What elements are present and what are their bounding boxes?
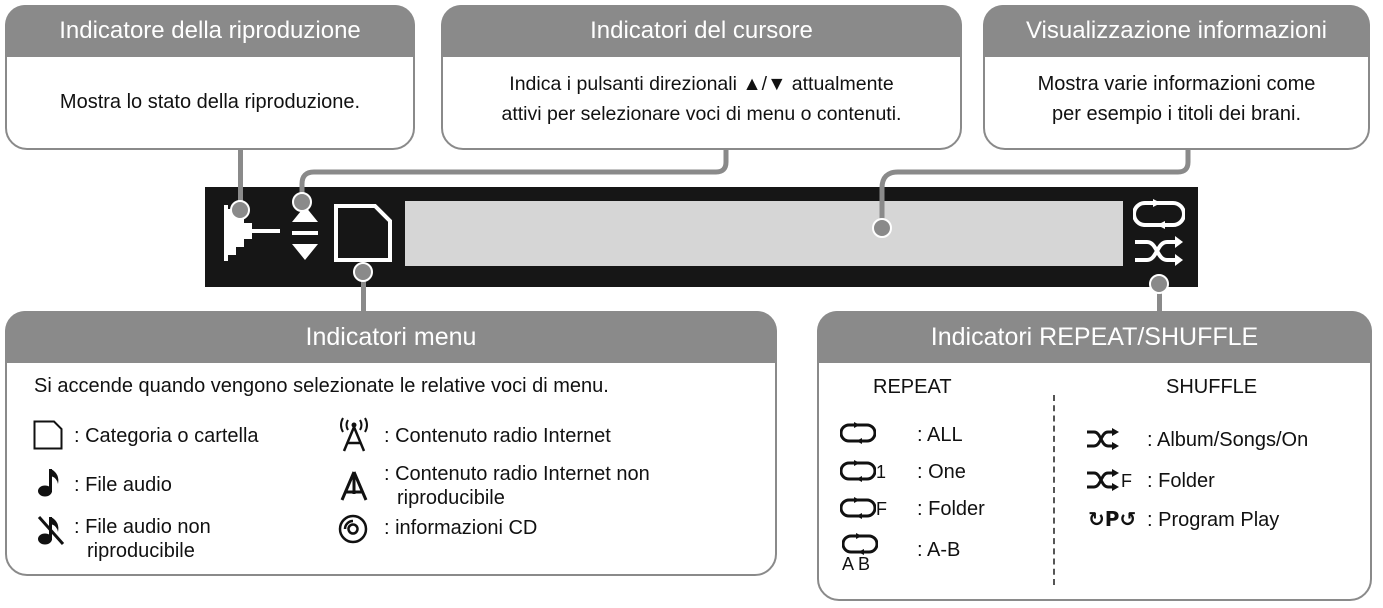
shuffle-folder-suffix: F	[1121, 471, 1132, 491]
cursor-callout: Indicatori del cursore Indica i pulsanti…	[441, 5, 962, 150]
cursor-leader-dot	[292, 192, 312, 212]
repeat-ab-icon	[842, 533, 878, 555]
menu-item-audio-unplayable-label-line1: : File audio non	[74, 516, 211, 538]
menu-item-radio-label: : Contenuto radio Internet	[384, 425, 611, 447]
folder-icon	[33, 420, 63, 450]
cursor-callout-body-line1: Indica i pulsanti direzionali ▲/▼ attual…	[509, 73, 894, 95]
menu-indicators-panel: Indicatori menu	[5, 311, 777, 576]
column-divider	[1053, 395, 1055, 585]
repeat-one-icon	[840, 460, 876, 482]
menu-item-radio-unplayable-label-line1: : Contenuto radio Internet non	[384, 463, 650, 485]
shuffle-album-label: : Album/Songs/On	[1147, 429, 1309, 451]
info-callout-body-line1: Mostra varie informazioni come	[1037, 73, 1316, 95]
repeat-shuffle-panel: Indicatori REPEAT/SHUFFLE	[817, 311, 1372, 601]
menu-item-cd-label: : informazioni CD	[384, 517, 538, 539]
cursor-up-down-icon	[292, 206, 318, 260]
cursor-leader-line	[299, 148, 729, 200]
repeat-shuffle-title: Indicatori REPEAT/SHUFFLE	[817, 311, 1372, 363]
info-leader-line	[879, 148, 1191, 228]
repeat-folder-suffix: F	[876, 499, 887, 519]
info-callout-body-line2: per esempio i titoli dei brani.	[1051, 103, 1301, 125]
menu-item-audio-label: : File audio	[74, 474, 172, 496]
antenna-off-icon	[340, 471, 368, 501]
menu-item-audio-unplayable-label-line2: riproducibile	[87, 540, 195, 562]
repeat-ab-suffix: A B	[842, 554, 871, 574]
info-display-area	[405, 201, 1123, 266]
menu-leader-dot	[353, 262, 373, 282]
playback-leader-dot	[230, 200, 250, 220]
info-callout: Visualizzazione informazioni Mostra vari…	[983, 5, 1370, 150]
repeat-heading: REPEAT	[873, 376, 952, 398]
menu-indicators-title: Indicatori menu	[5, 311, 777, 363]
repeat-ab-label: : A-B	[917, 539, 961, 561]
menu-item-radio-unplayable-label-line2: riproducibile	[397, 487, 505, 509]
repeat-icon	[840, 422, 876, 444]
playback-leader-line	[238, 148, 243, 210]
shuffle-icon	[1087, 428, 1119, 450]
shuffle-indicator-icon	[1135, 236, 1183, 266]
shuffle-heading: SHUFFLE	[1166, 376, 1258, 398]
music-note-crossed-icon	[37, 516, 65, 545]
repeat-one-label: : One	[917, 461, 966, 483]
cursor-callout-title: Indicatori del cursore	[441, 5, 962, 57]
menu-intro-text: Si accende quando vengono selezionate le…	[34, 375, 609, 397]
repeat-all-label: : ALL	[917, 424, 963, 446]
music-note-icon	[38, 469, 59, 497]
info-callout-title: Visualizzazione informazioni	[983, 5, 1370, 57]
playback-callout: Indicatore della riproduzione Mostra lo …	[5, 5, 415, 150]
playback-callout-body: Mostra lo stato della riproduzione.	[59, 91, 361, 113]
repeat-one-suffix: 1	[876, 462, 887, 482]
repeat-folder-label: : Folder	[917, 498, 985, 520]
radio-antenna-icon	[340, 417, 368, 452]
repeat-indicator-icon	[1133, 199, 1185, 229]
shuffle-folder-label: : Folder	[1147, 470, 1215, 492]
cd-icon	[338, 514, 368, 544]
shuffle-folder-icon	[1087, 469, 1119, 491]
program-play-icon: ↻P↺	[1088, 507, 1137, 531]
folder-indicator-icon	[334, 204, 392, 262]
menu-item-folder-label: : Categoria o cartella	[74, 425, 259, 447]
playback-callout-title: Indicatore della riproduzione	[5, 5, 415, 57]
repeat-shuffle-leader-line	[1157, 275, 1162, 313]
info-leader-dot	[872, 218, 892, 238]
menu-leader-line	[361, 272, 366, 314]
repeat-shuffle-leader-dot	[1149, 274, 1169, 294]
repeat-folder-icon	[840, 497, 876, 519]
program-play-label: : Program Play	[1147, 509, 1280, 531]
cursor-callout-body-line2: attivi per selezionare voci di menu o co…	[501, 103, 902, 125]
program-play-suffix: P	[1104, 507, 1120, 531]
